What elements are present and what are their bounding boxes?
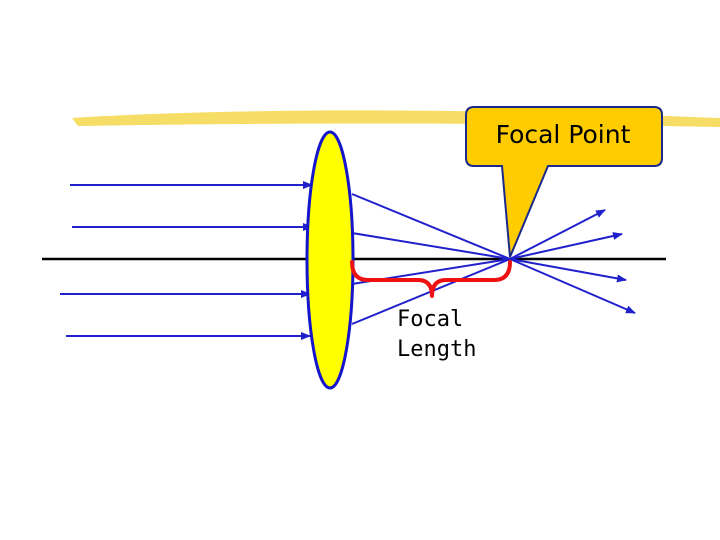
diverging-ray [509,209,606,260]
diverging-ray [509,258,627,283]
diverging-rays [509,209,636,314]
refracted-ray [351,193,511,260]
incoming-rays [60,181,313,340]
focal-length-label-line1: Focal [397,307,463,332]
convex-lens [305,130,355,390]
refracted-ray [351,232,511,260]
focal-point-callout-label: Focal Point [496,120,631,149]
focal-point-callout [465,106,663,258]
focal-length-bracket [350,260,512,298]
diverging-ray [509,258,636,314]
focal-length-label-line2: Length [397,337,476,362]
diverging-ray [509,232,623,260]
